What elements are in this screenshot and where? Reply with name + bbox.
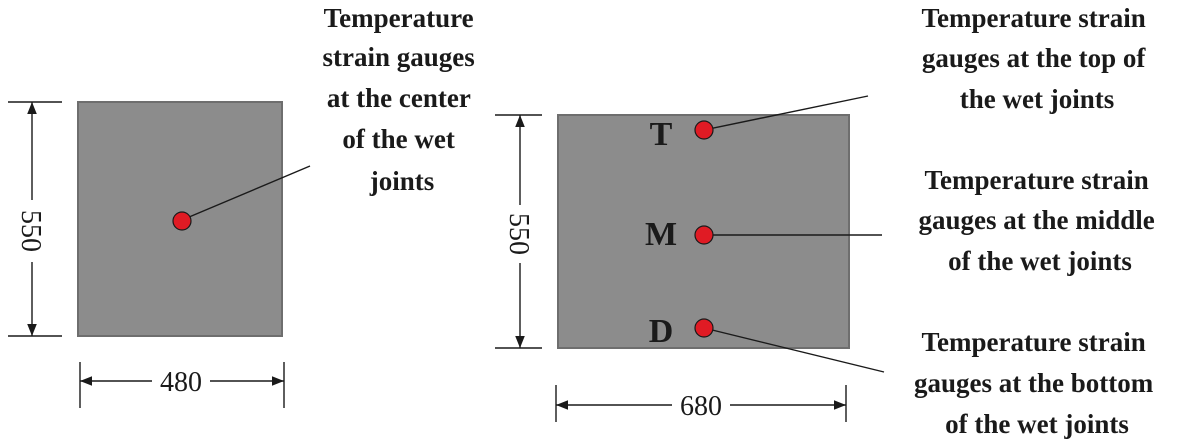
middle-gauge-note: Temperature strain gauges at the middle …	[919, 165, 1162, 276]
top-gauge-dot	[694, 120, 714, 140]
left-gauge-note-line: Temperature	[324, 3, 474, 33]
left-section: 550 480 Temperature strain gauges at the…	[8, 3, 481, 408]
right-height-label: 550	[503, 213, 534, 255]
right-width-label: 680	[680, 391, 722, 422]
bottom-gauge-leader	[703, 327, 885, 373]
left-center-gauge-dot	[172, 211, 192, 231]
top-gauge-note-line: gauges at the top of	[922, 43, 1146, 73]
bottom-gauge-dot	[694, 318, 714, 338]
left-gauge-note-line: of the wet	[342, 124, 454, 154]
right-height-dimension	[495, 114, 542, 349]
bottom-gauge-note-line: gauges at the bottom	[914, 368, 1154, 398]
middle-gauge-dot	[694, 225, 714, 245]
left-width-dimension	[79, 362, 285, 408]
gauge-letter-bottom: D	[649, 313, 674, 350]
middle-gauge-note-line: Temperature strain	[925, 165, 1149, 195]
top-gauge-note-line: Temperature strain	[922, 3, 1146, 33]
gauge-letter-middle: M	[645, 216, 677, 253]
top-gauge-note-line: the wet joints	[960, 84, 1114, 114]
left-gauge-note-line: at the center	[327, 83, 471, 113]
right-section: 550 680 T M D Temperature strain gauges …	[495, 3, 1162, 439]
left-width-label: 480	[160, 367, 202, 398]
bottom-gauge-note-line: Temperature strain	[922, 327, 1146, 357]
left-gauge-note-line: strain gauges	[322, 42, 474, 72]
bottom-gauge-note-line: of the wet joints	[945, 409, 1129, 439]
left-height-dimension	[8, 101, 62, 337]
bottom-gauge-note: Temperature strain gauges at the bottom …	[914, 327, 1160, 439]
top-gauge-leader	[703, 95, 869, 131]
middle-gauge-note-line: of the wet joints	[948, 246, 1132, 276]
right-width-dimension	[555, 385, 847, 422]
gauge-letter-top: T	[650, 116, 673, 153]
left-gauge-note-line: joints	[369, 166, 435, 196]
middle-gauge-note-line: gauges at the middle	[919, 205, 1155, 235]
top-gauge-note: Temperature strain gauges at the top of …	[922, 3, 1153, 114]
left-gauge-note: Temperature strain gauges at the center …	[322, 3, 481, 196]
left-gauge-leader	[181, 165, 311, 221]
left-height-label: 550	[15, 210, 46, 252]
